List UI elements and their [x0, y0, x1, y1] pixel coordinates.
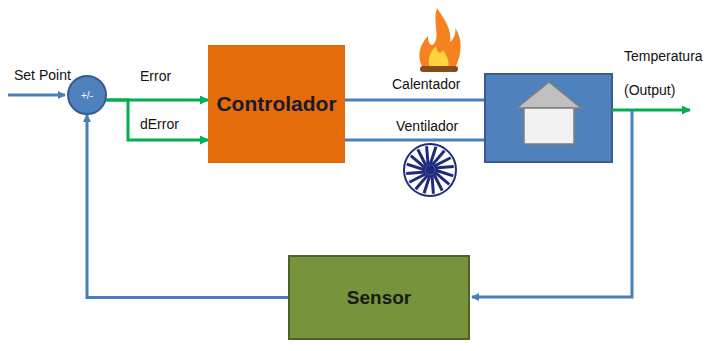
actuator-label: Ventilador [396, 118, 458, 134]
node-text: +/- [81, 90, 93, 101]
summing-junction: +/- [67, 75, 107, 115]
sensor-box: Sensor [288, 255, 470, 340]
plant-block [485, 74, 612, 162]
node-text: Controlador [216, 92, 336, 116]
node-text: Sensor [347, 287, 411, 309]
measure-line [472, 110, 632, 297]
input-label: Set Point [14, 67, 71, 83]
actuator-label: Calentador [392, 76, 461, 92]
edge-label: dError [140, 116, 179, 132]
edge-label: Error [140, 68, 171, 84]
fan-icon [404, 144, 456, 196]
controller-box: Controlador [208, 45, 345, 163]
output-label: Temperatura [624, 48, 703, 64]
heater-line [345, 99, 485, 102]
fan-line [345, 139, 485, 142]
house-roof [517, 82, 581, 108]
signal-connector [106, 100, 208, 140]
fire-icon [419, 8, 460, 72]
input-line [8, 94, 65, 97]
house-wall [524, 108, 574, 144]
output-label: (Output) [624, 82, 675, 98]
output-line [612, 109, 690, 112]
